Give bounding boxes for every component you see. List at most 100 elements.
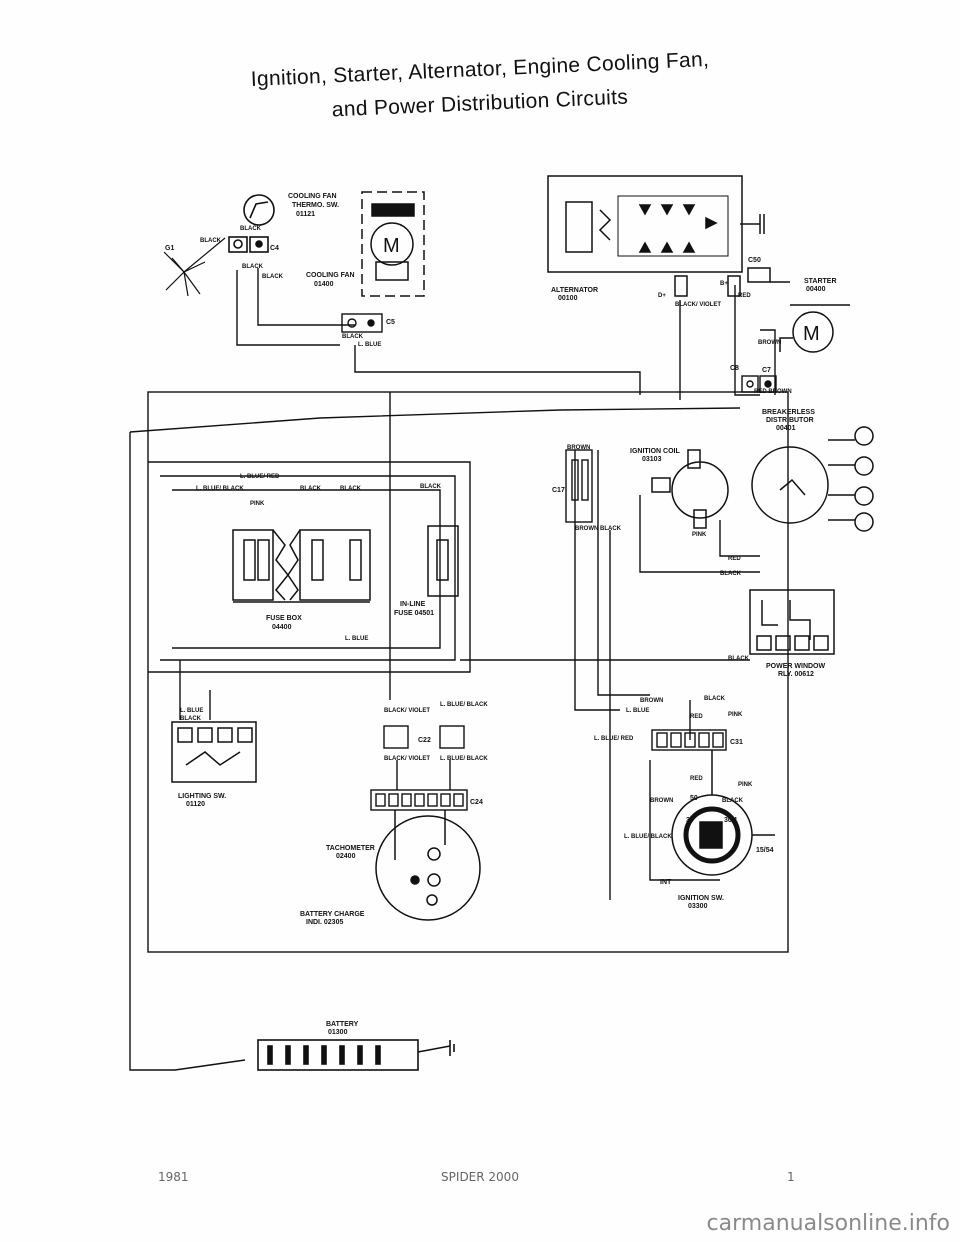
label-g1: G1 xyxy=(165,245,174,252)
label-cooling-fan-code: 01400 xyxy=(314,281,334,288)
wire-coil-dist-red xyxy=(719,520,760,557)
watermark-text: carmanualsonline.info xyxy=(706,1211,950,1236)
connector-c24 xyxy=(370,789,468,811)
connector-c17 xyxy=(565,449,593,523)
label-battery-charge: BATTERY CHARGE xyxy=(300,911,365,918)
wire-label-g1-black: BLACK xyxy=(200,238,222,244)
label-power-window-code: RLY. 00612 xyxy=(778,671,814,678)
wire-label-pink: PINK xyxy=(250,501,265,507)
wire-label-brown: BROWN xyxy=(758,340,781,346)
cooling-fan-motor: M xyxy=(361,191,425,297)
wire-label-coil-pink: PINK xyxy=(692,532,707,538)
wire-label-d-plus: D+ xyxy=(658,293,666,299)
label-tachometer-code: 02400 xyxy=(336,853,356,860)
svg-text:M: M xyxy=(803,323,820,345)
label-ignition-coil: IGNITION COIL xyxy=(630,448,681,455)
wire-label-lblue-red: L. BLUE/ RED xyxy=(240,474,280,480)
distributor-spark-symbol xyxy=(163,237,226,297)
inline-fuse xyxy=(427,525,459,597)
ignition-coil xyxy=(651,449,729,529)
connector-c5 xyxy=(341,313,383,333)
label-c8: C8 xyxy=(730,365,739,372)
label-battery-charge-code: INDI. 02305 xyxy=(306,919,343,926)
lighting-switch xyxy=(171,721,257,783)
label-distributor-code: 00401 xyxy=(776,425,796,432)
wire-label-fuse-black-2: BLACK xyxy=(340,486,362,492)
footer-model: SPIDER 2000 xyxy=(441,1170,519,1184)
label-starter: STARTER xyxy=(804,278,837,285)
alternator xyxy=(547,175,765,297)
wire-label-is-brown: BROWN xyxy=(650,798,673,804)
wire-fan-black-2 xyxy=(257,268,355,326)
wire-coil-dist-black xyxy=(639,495,760,573)
wire-label-red-brown: RED BROWN xyxy=(754,389,792,395)
starter-motor: M xyxy=(747,267,850,353)
label-lighting-sw: LIGHTING SW. xyxy=(178,793,226,800)
wire-label-black-2: BLACK xyxy=(242,264,264,270)
inner-loop-3 xyxy=(172,489,441,649)
battery xyxy=(257,1039,455,1071)
fuse-box xyxy=(232,529,371,603)
wire-label-is-red: RED xyxy=(690,776,703,782)
ignition-switch xyxy=(671,750,775,876)
wire-fan-black-1 xyxy=(236,270,340,346)
wire-label-c22-lblue-black-2: L. BLUE/ BLACK xyxy=(440,756,488,762)
wire-label-lblue-black: L. BLUE/ BLACK xyxy=(196,486,244,492)
wire-label-c31-brown: BROWN xyxy=(640,698,663,704)
connector-c7-c8 xyxy=(741,375,777,393)
terminal-label-15-54: 15/54 xyxy=(756,847,774,854)
terminal-label-int: INT xyxy=(660,879,672,886)
wire-label-c31-lblue: L. BLUE xyxy=(626,708,649,714)
wire-label-c22-black-violet-2: BLACK/ VIOLET xyxy=(384,756,430,762)
label-c50: C50 xyxy=(748,257,761,264)
wire-label-is-lblue-black: L. BLUE/ BLACK xyxy=(624,834,672,840)
label-cooling-fan: COOLING FAN xyxy=(306,272,355,279)
wire-label-is-black: BLACK xyxy=(722,798,744,804)
label-c4: C4 xyxy=(270,245,279,252)
label-ignition-sw-code: 03300 xyxy=(688,903,708,910)
label-c17: C17 xyxy=(552,487,565,494)
label-fuse-box-code: 04400 xyxy=(272,624,292,631)
label-lighting-sw-code: 01120 xyxy=(186,801,205,808)
label-inline: IN-LINE xyxy=(400,601,426,608)
tachometer xyxy=(375,810,481,921)
label-fuse-box: FUSE BOX xyxy=(266,615,302,622)
label-cooling-fan-thermo: COOLING FAN xyxy=(288,193,337,200)
inner-loop-1 xyxy=(148,461,471,673)
terminal-label-30: 30 xyxy=(686,817,694,824)
label-distributor: DISTRIBUTOR xyxy=(766,417,814,424)
wire-fan-lblue xyxy=(354,345,641,395)
label-cooling-fan-thermo-2: THERMO. SW. xyxy=(292,202,339,209)
wire-label-c22-black-violet: BLACK/ VIOLET xyxy=(384,708,430,714)
inner-loop-2 xyxy=(160,475,456,661)
label-c7: C7 xyxy=(762,367,771,374)
wire-label-c31-pink: PINK xyxy=(728,712,743,718)
terminal-label-30-1: 30/1 xyxy=(724,817,738,824)
wire-label-is-pink: PINK xyxy=(738,782,753,788)
wire-label-black-3: BLACK xyxy=(262,274,284,280)
label-battery: BATTERY xyxy=(326,1021,359,1028)
wire-harness-v2 xyxy=(574,450,620,711)
wire-label-red: RED xyxy=(738,293,751,299)
label-ignition-sw: IGNITION SW. xyxy=(678,895,724,902)
wire-label-ls-lblue: L. BLUE xyxy=(180,708,203,714)
wire-label-relay-black: BLACK xyxy=(728,656,750,662)
label-power-window: POWER WINDOW xyxy=(766,663,825,670)
harness-frame xyxy=(129,432,175,1071)
label-cooling-fan-thermo-code: 01121 xyxy=(296,211,315,218)
breakerless-distributor xyxy=(751,426,874,532)
terminal-label-50: 50 xyxy=(690,795,698,802)
harness-top-bus xyxy=(129,407,741,433)
wire-label-lblue: L. BLUE xyxy=(358,342,381,348)
label-c24: C24 xyxy=(470,799,483,806)
wire-label-c17-brown: BROWN xyxy=(567,445,590,451)
connector-c22 xyxy=(383,725,465,749)
label-c22: C22 xyxy=(418,737,431,744)
label-alternator: ALTERNATOR xyxy=(551,287,598,294)
wire-label-fan-black: BLACK xyxy=(240,226,262,232)
footer-year: 1981 xyxy=(158,1170,189,1184)
wire-label-coil-black: BLACK xyxy=(720,571,742,577)
wire-label-b-plus: B+ xyxy=(720,281,728,287)
label-battery-code: 01300 xyxy=(328,1029,348,1036)
